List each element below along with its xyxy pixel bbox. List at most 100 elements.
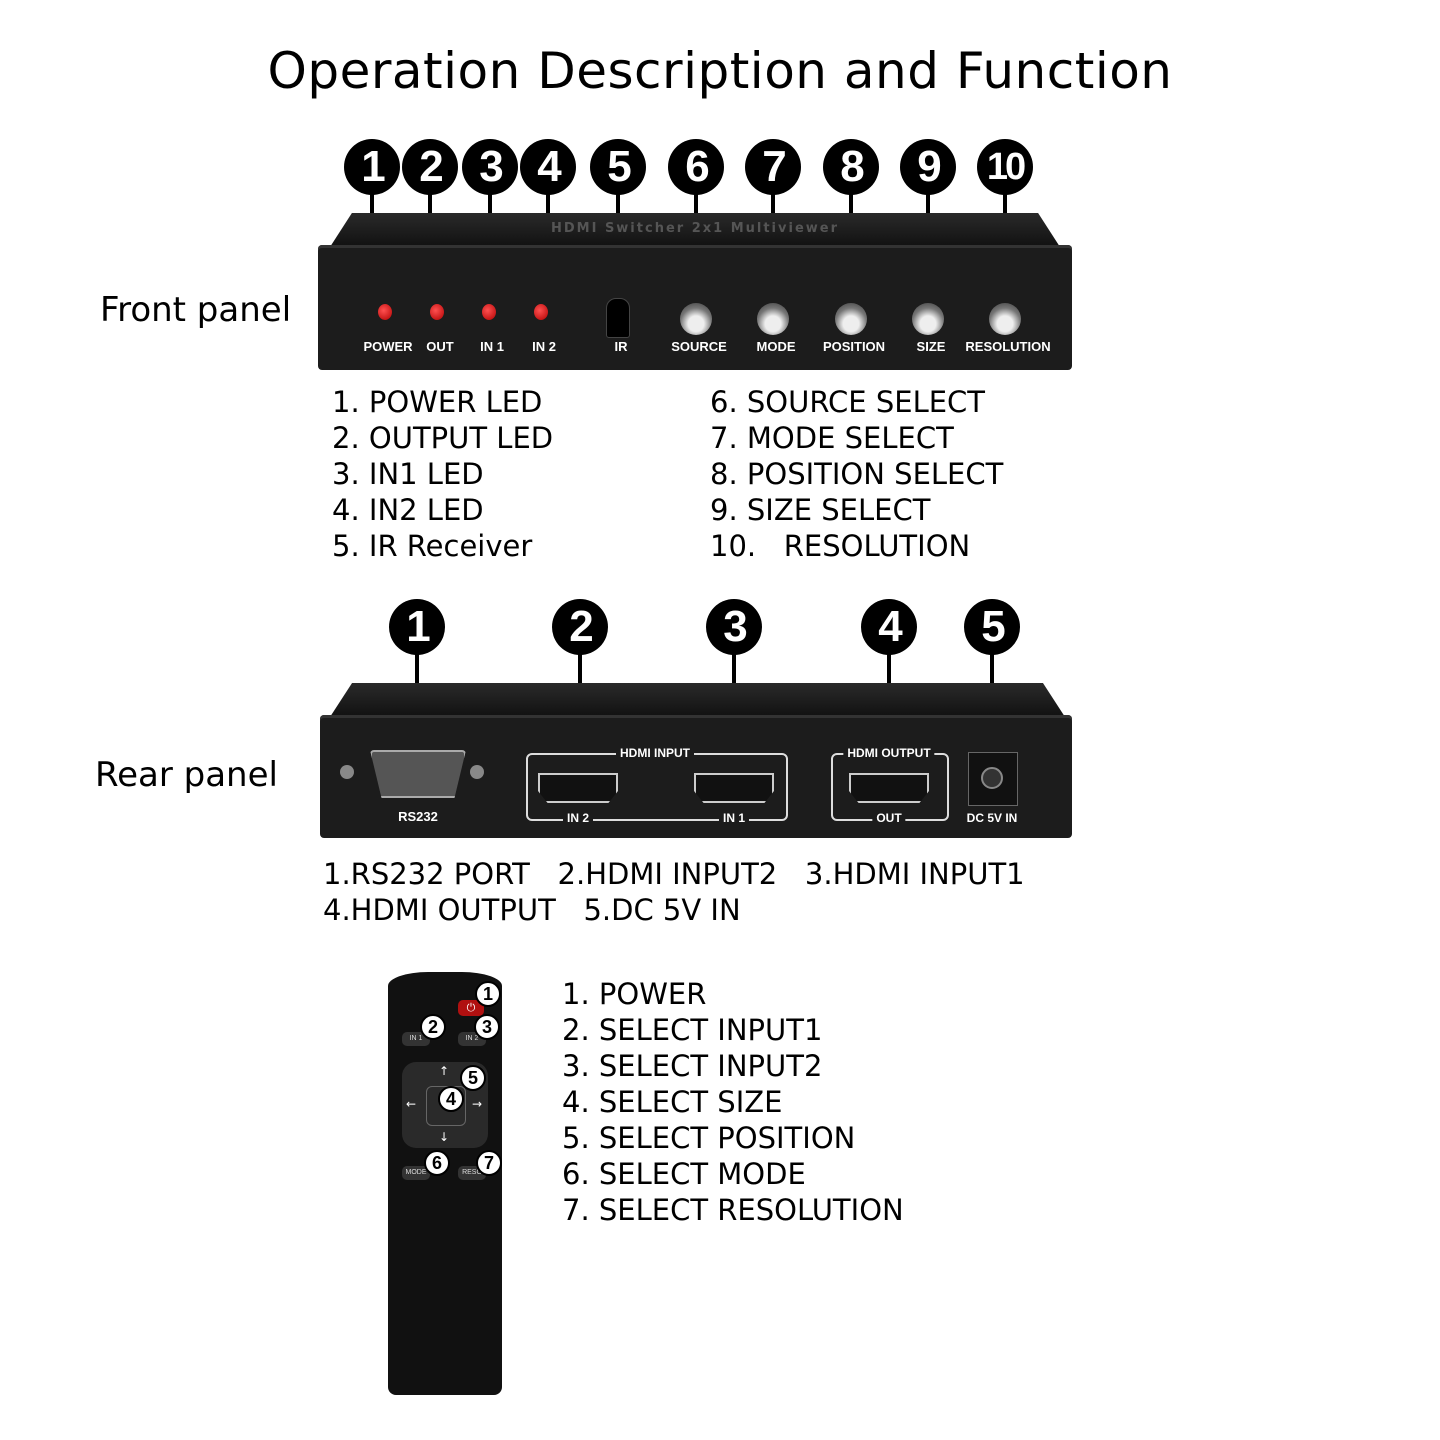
remote-list: 1. POWER 2. SELECT INPUT1 3. SELECT INPU…: [562, 976, 904, 1228]
remote-mode-button: MODE: [402, 1166, 430, 1180]
hdmi-output-label: HDMI OUTPUT: [843, 746, 935, 760]
panel-label: RESOLUTION: [965, 339, 1051, 354]
front-list-right: 6. SOURCE SELECT 7. MODE SELECT 8. POSIT…: [710, 384, 1003, 564]
panel-label: SIZE: [916, 339, 946, 354]
panel-label: IN 1: [480, 339, 504, 354]
front-callout: 7: [745, 139, 801, 195]
list-item: 2. OUTPUT LED: [332, 421, 554, 455]
hdmi-out-port: [849, 773, 929, 803]
rear-panel: RS232 HDMI INPUT IN 2 IN 1 HDMI OUTPUT O…: [320, 715, 1072, 838]
callout-line: [732, 640, 736, 686]
list-item: 1. POWER: [562, 977, 707, 1011]
callout-line: [849, 180, 853, 218]
remote-control: ⏻ IN 1 IN 2 ↑ ↓ ← → MODE RESO 1 2 3 4 5 …: [388, 972, 502, 1395]
page-title: Operation Description and Function: [267, 42, 1173, 100]
list-item: 7. SELECT RESOLUTION: [562, 1193, 904, 1227]
rs232-port: [370, 750, 466, 798]
list-item: 3. SELECT INPUT2: [562, 1049, 823, 1083]
dc-label: DC 5V IN: [966, 811, 1018, 825]
screw-icon: [340, 765, 354, 779]
front-callout: 3: [462, 139, 518, 195]
front-chassis-top: HDMI Switcher 2x1 Multiviewer: [330, 213, 1060, 247]
callout-line: [694, 180, 698, 218]
remote-callout: 3: [474, 1014, 500, 1040]
front-callout: 8: [823, 139, 879, 195]
callout-line: [488, 180, 492, 218]
dc-jack-icon: [981, 767, 1003, 789]
list-item: 8. POSITION SELECT: [710, 457, 1004, 491]
callout-line: [887, 640, 891, 686]
led-indicator: [378, 304, 392, 320]
list-item: 4.HDMI OUTPUT 5.DC 5V IN: [323, 893, 741, 927]
front-callout: 2: [402, 139, 458, 195]
rear-chassis-top: [330, 683, 1065, 717]
power-icon: ⏻: [458, 1000, 484, 1016]
list-item: 10. RESOLUTION: [710, 529, 971, 563]
list-item: 1.RS232 PORT 2.HDMI INPUT2 3.HDMI INPUT1: [323, 857, 1025, 891]
callout-line: [578, 640, 582, 686]
callout-line: [370, 180, 374, 218]
callout-line: [926, 180, 930, 218]
ir-receiver: [606, 298, 630, 338]
remote-callout: 5: [460, 1065, 486, 1091]
list-item: 5. SELECT POSITION: [562, 1121, 856, 1155]
rear-callout: 5: [964, 599, 1020, 655]
rear-list: 1.RS232 PORT 2.HDMI INPUT2 3.HDMI INPUT1…: [323, 856, 1025, 928]
screw-icon: [470, 765, 484, 779]
front-callout: 10: [977, 139, 1033, 195]
rear-callout: 3: [706, 599, 762, 655]
arrow-down-icon: ↓: [439, 1130, 450, 1144]
list-item: 4. IN2 LED: [332, 493, 484, 527]
arrow-up-icon: ↑: [439, 1064, 450, 1078]
panel-button: [835, 303, 867, 335]
callout-line: [990, 640, 994, 686]
remote-callout: 6: [424, 1150, 450, 1176]
hdmi-input-label: HDMI INPUT: [616, 746, 694, 760]
panel-label: IN 2: [532, 339, 556, 354]
led-indicator: [534, 304, 548, 320]
remote-callout: 1: [475, 981, 501, 1007]
list-item: 3. IN1 LED: [332, 457, 484, 491]
arrow-left-icon: ←: [406, 1097, 417, 1111]
list-item: 1. POWER LED: [332, 385, 543, 419]
device-name: HDMI Switcher 2x1 Multiviewer: [550, 221, 840, 236]
rear-panel-label: Rear panel: [95, 755, 278, 795]
list-item: 6. SOURCE SELECT: [710, 385, 986, 419]
callout-line: [428, 180, 432, 218]
front-callout: 6: [668, 139, 724, 195]
front-callout: 1: [344, 139, 400, 195]
panel-button: [680, 303, 712, 335]
panel-label: POWER: [363, 339, 413, 354]
panel-button: [912, 303, 944, 335]
list-item: 9. SIZE SELECT: [710, 493, 931, 527]
callout-line: [415, 640, 419, 686]
panel-label: POSITION: [822, 339, 886, 354]
in2-label: IN 2: [562, 811, 594, 825]
front-callout: 5: [590, 139, 646, 195]
panel-button: [757, 303, 789, 335]
list-item: 7. MODE SELECT: [710, 421, 954, 455]
callout-line: [771, 180, 775, 218]
hdmi-in1-port: [694, 773, 774, 803]
rs232-label: RS232: [398, 809, 438, 824]
list-item: 6. SELECT MODE: [562, 1157, 806, 1191]
panel-label: OUT: [426, 339, 454, 354]
callout-line: [1003, 180, 1007, 218]
list-item: 2. SELECT INPUT1: [562, 1013, 823, 1047]
list-item: 4. SELECT SIZE: [562, 1085, 783, 1119]
panel-label: SOURCE: [671, 339, 727, 354]
front-callout: 9: [900, 139, 956, 195]
rear-callout: 2: [552, 599, 608, 655]
dc-jack: [968, 752, 1018, 806]
led-indicator: [430, 304, 444, 320]
callout-line: [616, 180, 620, 218]
front-panel-label: Front panel: [100, 290, 292, 330]
remote-callout: 4: [438, 1086, 464, 1112]
rear-callout: 1: [389, 599, 445, 655]
led-indicator: [482, 304, 496, 320]
panel-label: IR: [614, 339, 628, 354]
remote-callout: 2: [420, 1014, 446, 1040]
list-item: 5. IR Receiver: [332, 529, 533, 563]
out-label: OUT: [872, 811, 906, 825]
